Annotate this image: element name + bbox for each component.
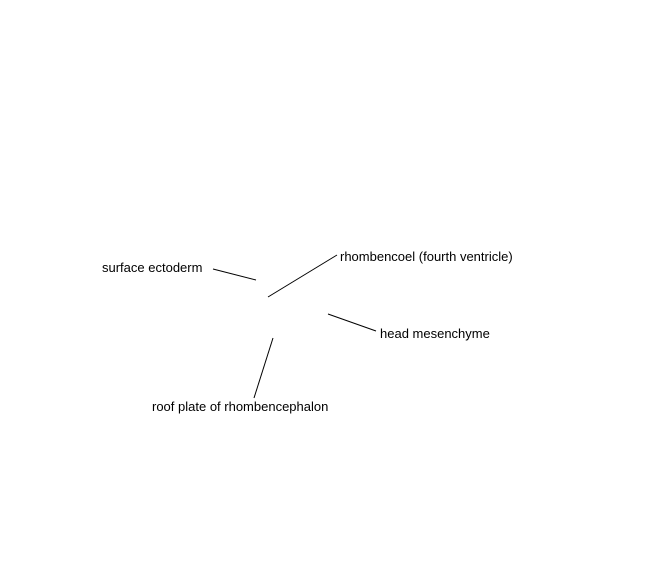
- label-rhombencoel: rhombencoel (fourth ventricle): [340, 249, 513, 264]
- label-roof-plate: roof plate of rhombencephalon: [152, 399, 329, 414]
- leader-line-head-mesenchyme: [327, 313, 377, 332]
- leader-line-rhombencoel: [267, 254, 338, 298]
- label-head-mesenchyme: head mesenchyme: [380, 326, 490, 341]
- label-surface-ectoderm: surface ectoderm: [102, 260, 203, 275]
- leader-line-roof-plate: [253, 337, 274, 399]
- leader-line-surface-ectoderm: [212, 268, 257, 281]
